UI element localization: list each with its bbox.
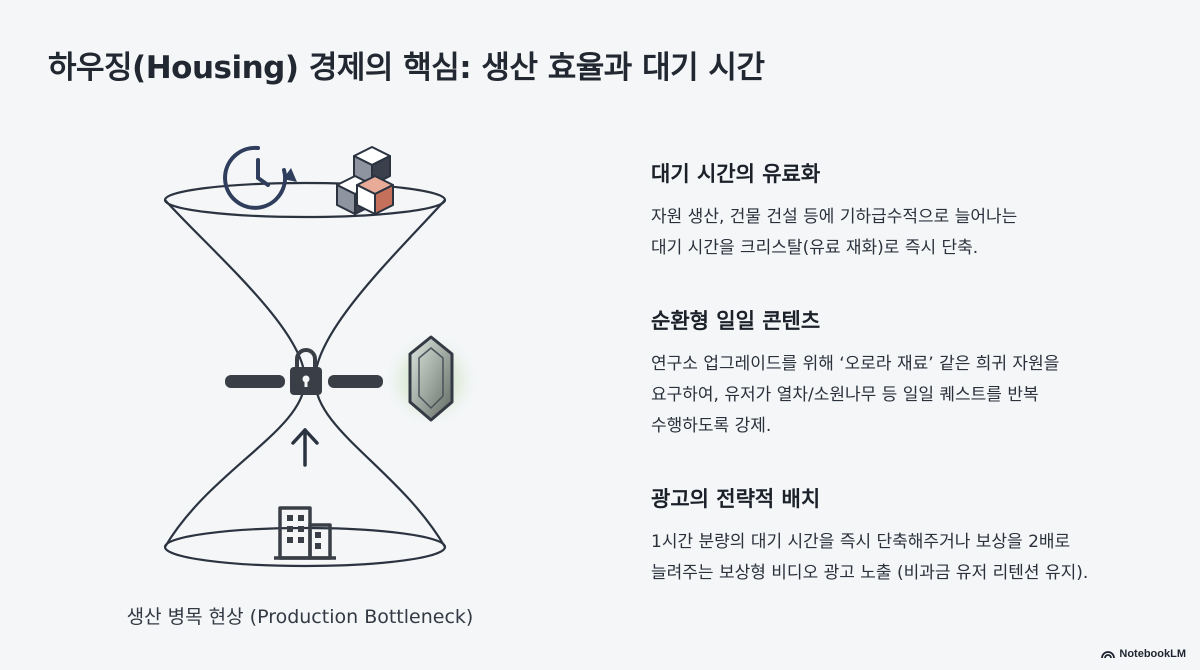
section-line: 연구소 업그레이드를 위해 ‘오로라 재료’ 같은 희귀 자원을 <box>651 354 1060 374</box>
brand-label: NotebookLM <box>1119 648 1186 660</box>
brand-watermark: NotebookLM <box>1101 648 1186 660</box>
section-title: 대기 시간의 유료화 <box>651 162 821 186</box>
section-ad-placement: 광고의 전략적 배치 1시간 분량의 대기 시간을 즉시 단축해주거나 보상을 … <box>651 483 1171 589</box>
section-body: 1시간 분량의 대기 시간을 즉시 단축해주거나 보상을 2배로 늘려주는 보상… <box>651 527 1171 589</box>
hourglass-diagram <box>150 130 480 590</box>
lock-icon <box>290 348 322 395</box>
clock-refresh-icon <box>223 145 297 210</box>
crystal-gem-icon <box>383 332 479 428</box>
section-title: 광고의 전략적 배치 <box>651 487 821 511</box>
bottleneck-bar <box>225 375 383 388</box>
section-title: 순환형 일일 콘텐츠 <box>651 309 821 333</box>
page-title: 하우징(Housing) 경제의 핵심: 생산 효율과 대기 시간 <box>48 50 765 86</box>
notebooklm-logo-icon <box>1101 651 1116 659</box>
hourglass-top-rim <box>163 181 447 219</box>
hourglass-bottom-rim <box>163 526 447 568</box>
section-line: 요구하여, 유저가 열차/소원나무 등 일일 퀘스트를 반복 <box>651 385 1039 405</box>
section-paid-wait-time: 대기 시간의 유료화 자원 생산, 건물 건설 등에 기하급수적으로 늘어나는 … <box>651 158 1171 264</box>
section-line: 1시간 분량의 대기 시간을 즉시 단축해주거나 보상을 2배로 <box>651 532 1071 552</box>
section-line: 자원 생산, 건물 건설 등에 기하급수적으로 늘어나는 <box>651 207 1018 227</box>
stacked-cubes-icon <box>336 146 394 215</box>
hourglass-left-curve <box>164 199 307 548</box>
arrow-up-icon <box>291 428 319 467</box>
section-daily-content: 순환형 일일 콘텐츠 연구소 업그레이드를 위해 ‘오로라 재료’ 같은 희귀 … <box>651 305 1171 442</box>
building-icon <box>274 506 336 560</box>
section-line: 대기 시간을 크리스탈(유료 재화)로 즉시 단축. <box>651 238 979 258</box>
section-body: 연구소 업그레이드를 위해 ‘오로라 재료’ 같은 희귀 자원을 요구하여, 유… <box>651 349 1171 442</box>
diagram-caption: 생산 병목 현상 (Production Bottleneck) <box>126 606 474 628</box>
section-line: 수행하도록 강제. <box>651 416 772 436</box>
section-body: 자원 생산, 건물 건설 등에 기하급수적으로 늘어나는 대기 시간을 크리스탈… <box>651 202 1171 264</box>
section-line: 늘려주는 보상형 비디오 광고 노출 (비과금 유저 리텐션 유지). <box>651 563 1089 583</box>
